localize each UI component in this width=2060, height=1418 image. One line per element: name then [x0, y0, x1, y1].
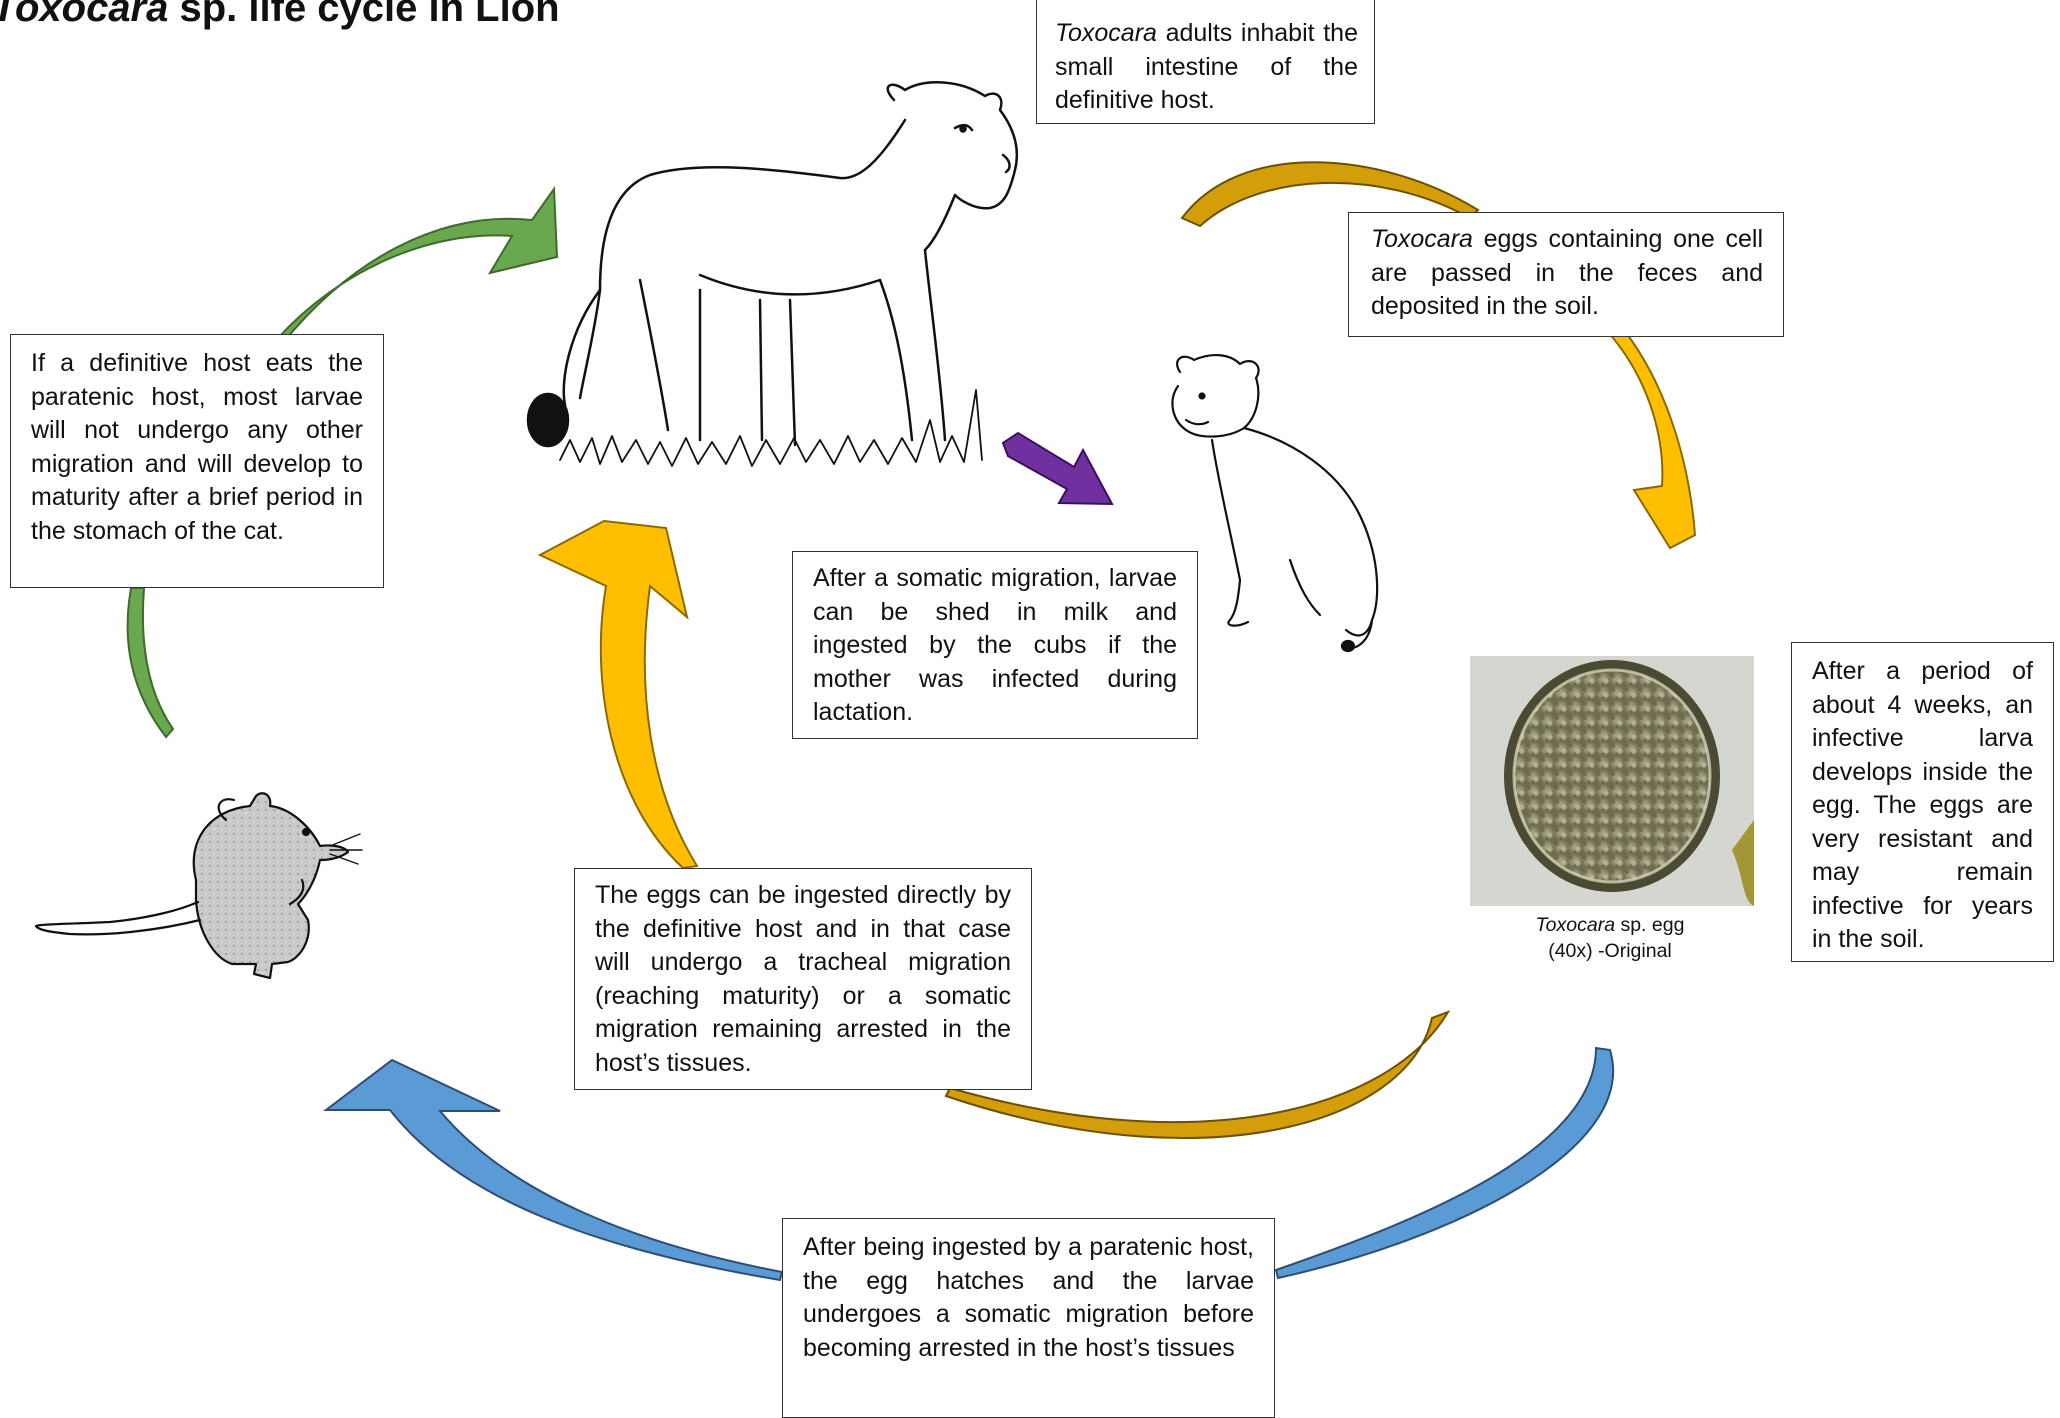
blue-arrow-tail [323, 1058, 784, 1282]
title-genus: Toxocara [0, 0, 169, 30]
egg-photo [1470, 656, 1754, 906]
blue-arrow [1274, 1046, 1614, 1280]
egg-caption-genus: Toxocara [1535, 914, 1616, 936]
egg-caption-line2: (40x) -Original [1548, 940, 1672, 962]
adults-genus: Toxocara [1055, 19, 1157, 47]
egg-caption-rest: sp. egg [1615, 914, 1685, 936]
purple-arrow [1001, 431, 1114, 506]
direct-ingestion-box: The eggs can be ingested directly by the… [574, 868, 1032, 1090]
diagram-title: Toxocara sp. life cycle in Lion [0, 0, 560, 31]
milk-transmission-box: After a somatic migration, larvae can be… [792, 551, 1198, 739]
yellow-arrow-right [1606, 328, 1697, 550]
eggs-passed-body: eggs containing one cell are passed in t… [1371, 225, 1763, 320]
adults-body: adults inhabit the small intestine of th… [1055, 19, 1358, 114]
embryonation-text: After a period of about 4 weeks, an infe… [1812, 657, 2033, 953]
predation-box: If a definitive host eats the paratenic … [10, 334, 384, 588]
green-arrow-lower [126, 587, 175, 739]
egg-caption-line1: Toxocara sp. egg [1480, 912, 1740, 938]
embryonation-box: After a period of about 4 weeks, an infe… [1791, 642, 2054, 962]
egg-photo-caption: Toxocara sp. egg (40x) -Original [1480, 912, 1740, 964]
lion-cub-drawing [1171, 354, 1379, 653]
paratenic-host-box: After being ingested by a paratenic host… [782, 1218, 1275, 1418]
adults-box: Toxocara adults inhabit the small intest… [1036, 0, 1375, 124]
eggs-passed-text: Toxocara eggs containing one cell are pa… [1371, 223, 1763, 324]
title-rest: sp. life cycle in Lion [168, 0, 560, 30]
direct-ingestion-text: The eggs can be ingested directly by the… [595, 881, 1011, 1077]
eggs-passed-genus: Toxocara [1371, 225, 1473, 253]
gold-arrow-bottom [944, 1010, 1451, 1139]
paratenic-host-text: After being ingested by a paratenic host… [803, 1233, 1254, 1362]
adults-text: Toxocara adults inhabit the small intest… [1055, 17, 1358, 118]
predation-text: If a definitive host eats the paratenic … [31, 349, 363, 545]
yellow-arrow-middle [537, 519, 699, 870]
mouse-drawing [34, 792, 363, 980]
eggs-passed-box: Toxocara eggs containing one cell are pa… [1348, 212, 1784, 337]
green-arrow-upper [276, 186, 559, 346]
lion-adult-drawing [526, 81, 1019, 467]
milk-transmission-text: After a somatic migration, larvae can be… [813, 564, 1177, 726]
